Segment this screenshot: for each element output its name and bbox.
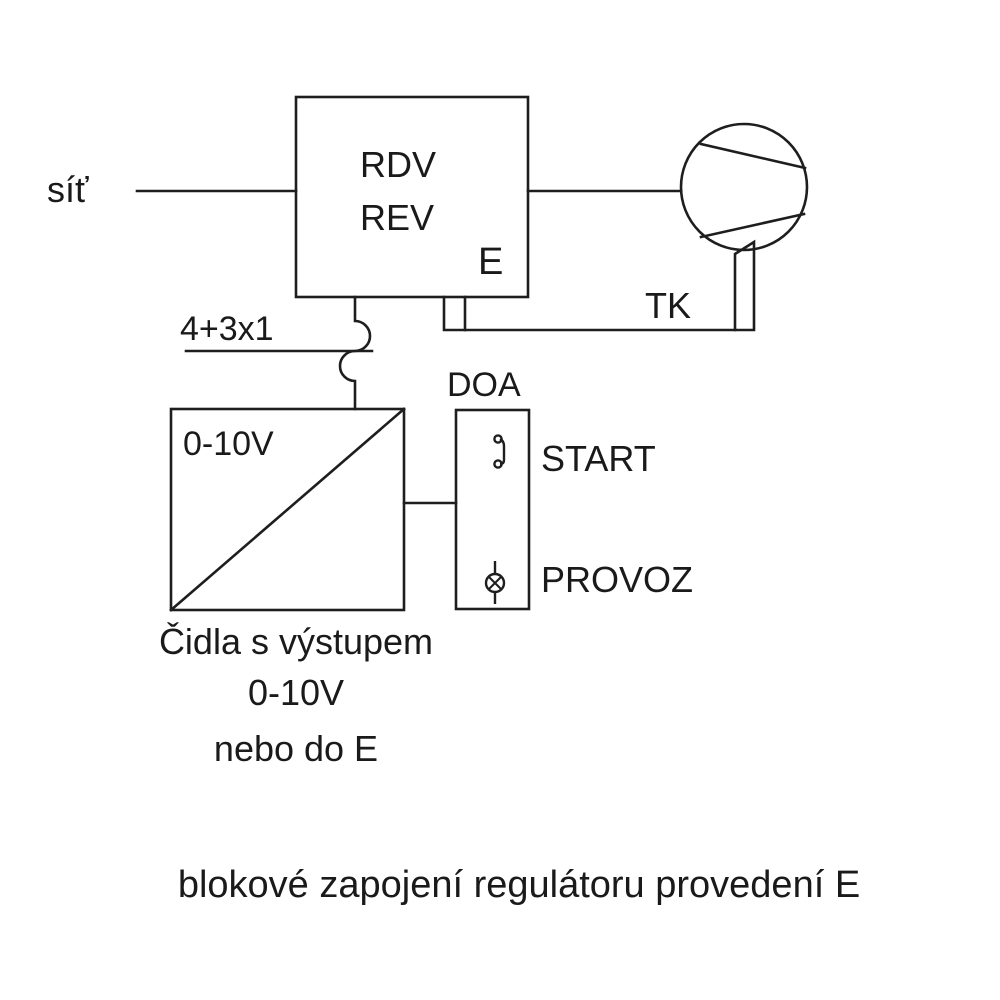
doa-start-label: START bbox=[541, 438, 656, 479]
doa-title: DOA bbox=[447, 366, 521, 404]
sensor-diagonal bbox=[169, 407, 406, 612]
diagram-title: blokové zapojení regulátoru provedení E bbox=[178, 864, 860, 906]
doa-box bbox=[454, 408, 531, 611]
regulator-label-line1: RDV bbox=[360, 144, 436, 185]
tk-wire-outer bbox=[442, 295, 737, 332]
cable-label: 4+3x1 bbox=[180, 310, 274, 348]
switch-contact-icon bbox=[493, 434, 506, 469]
thermal-contact-label: TK bbox=[645, 285, 691, 326]
regulator-variant-label: E bbox=[478, 241, 503, 283]
regulator-box bbox=[294, 95, 530, 299]
radial-fan-icon bbox=[679, 122, 809, 330]
indicator-lamp-icon bbox=[484, 561, 506, 604]
regulator-label-line2: REV bbox=[360, 197, 434, 238]
sensor-caption-line3: nebo do E bbox=[214, 728, 378, 769]
sensor-range-label: 0-10V bbox=[183, 425, 274, 463]
mains-label: síť bbox=[47, 169, 89, 210]
sensor-caption-line1: Čidla s výstupem bbox=[159, 621, 433, 662]
sensor-cable bbox=[338, 295, 372, 411]
doa-run-label: PROVOZ bbox=[541, 559, 693, 600]
sensor-box bbox=[169, 407, 406, 612]
sensor-caption-line2: 0-10V bbox=[248, 672, 344, 713]
